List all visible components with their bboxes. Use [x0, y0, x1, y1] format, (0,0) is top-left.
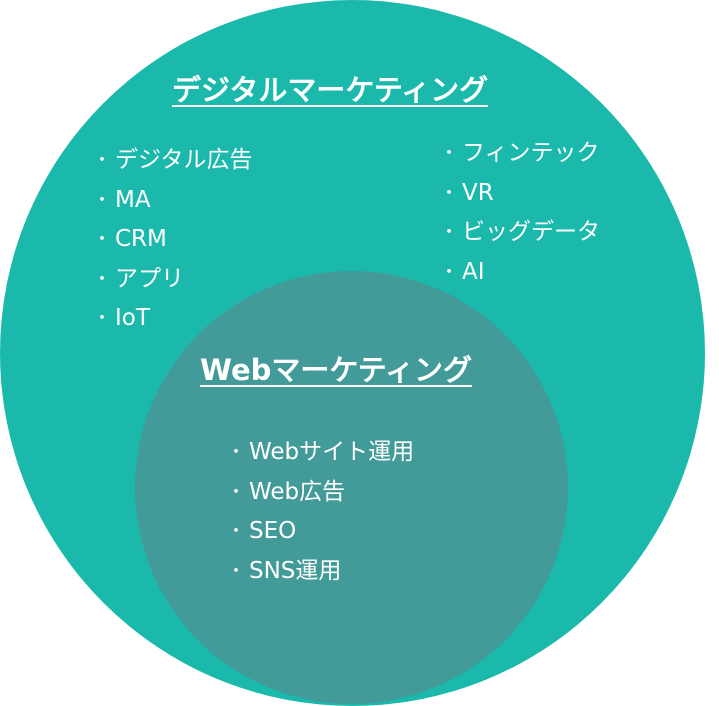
list-item: ・AI [440, 253, 600, 293]
bullet: ・ [227, 481, 245, 503]
item-label: IoT [115, 305, 150, 331]
bullet: ・ [440, 222, 458, 243]
list-item: ・SEO [227, 512, 414, 552]
list-item: ・MA [93, 181, 253, 221]
bullet: ・ [227, 560, 245, 582]
item-label: Webサイト運用 [249, 439, 415, 465]
list-item: ・Webサイト運用 [227, 433, 414, 473]
item-label: SNS運用 [249, 557, 342, 584]
list-item: ・CRM [93, 220, 253, 260]
item-label: AI [462, 258, 485, 285]
item-label: フィンテック [462, 140, 600, 166]
bullet: ・ [93, 150, 111, 171]
digital-marketing-title: デジタルマーケティング [172, 73, 489, 107]
item-label: MA [115, 186, 151, 213]
item-label: SEO [249, 518, 297, 544]
item-label: ビッグデータ [462, 219, 600, 245]
bullet: ・ [227, 521, 245, 542]
web-list: ・Webサイト運用 ・Web広告 ・SEO ・SNS運用 [227, 433, 414, 591]
list-item: ・Web広告 [227, 473, 414, 513]
list-item: ・IoT [93, 299, 253, 339]
web-marketing-title: Webマーケティング [200, 353, 473, 387]
item-label: CRM [115, 226, 167, 252]
item-label: Web広告 [249, 478, 346, 505]
list-item: ・デジタル広告 [93, 141, 253, 181]
list-item: ・SNS運用 [227, 552, 414, 592]
bullet: ・ [440, 143, 458, 164]
list-item: ・VR [440, 174, 600, 214]
list-item: ・アプリ [93, 260, 253, 300]
item-label: VR [462, 179, 494, 206]
list-item: ・フィンテック [440, 134, 600, 174]
bullet: ・ [227, 442, 245, 463]
bullet: ・ [93, 229, 111, 250]
item-label: デジタル広告 [115, 147, 253, 173]
digital-left-list: ・デジタル広告 ・MA ・CRM ・アプリ ・IoT [93, 141, 253, 339]
bullet: ・ [93, 189, 111, 211]
item-label: アプリ [115, 265, 184, 292]
bullet: ・ [93, 268, 111, 290]
bullet: ・ [93, 308, 111, 329]
bullet: ・ [440, 261, 458, 283]
web-marketing-circle [135, 271, 568, 704]
digital-right-list: ・フィンテック ・VR ・ビッグデータ ・AI [440, 134, 600, 292]
list-item: ・ビッグデータ [440, 213, 600, 253]
bullet: ・ [440, 182, 458, 204]
